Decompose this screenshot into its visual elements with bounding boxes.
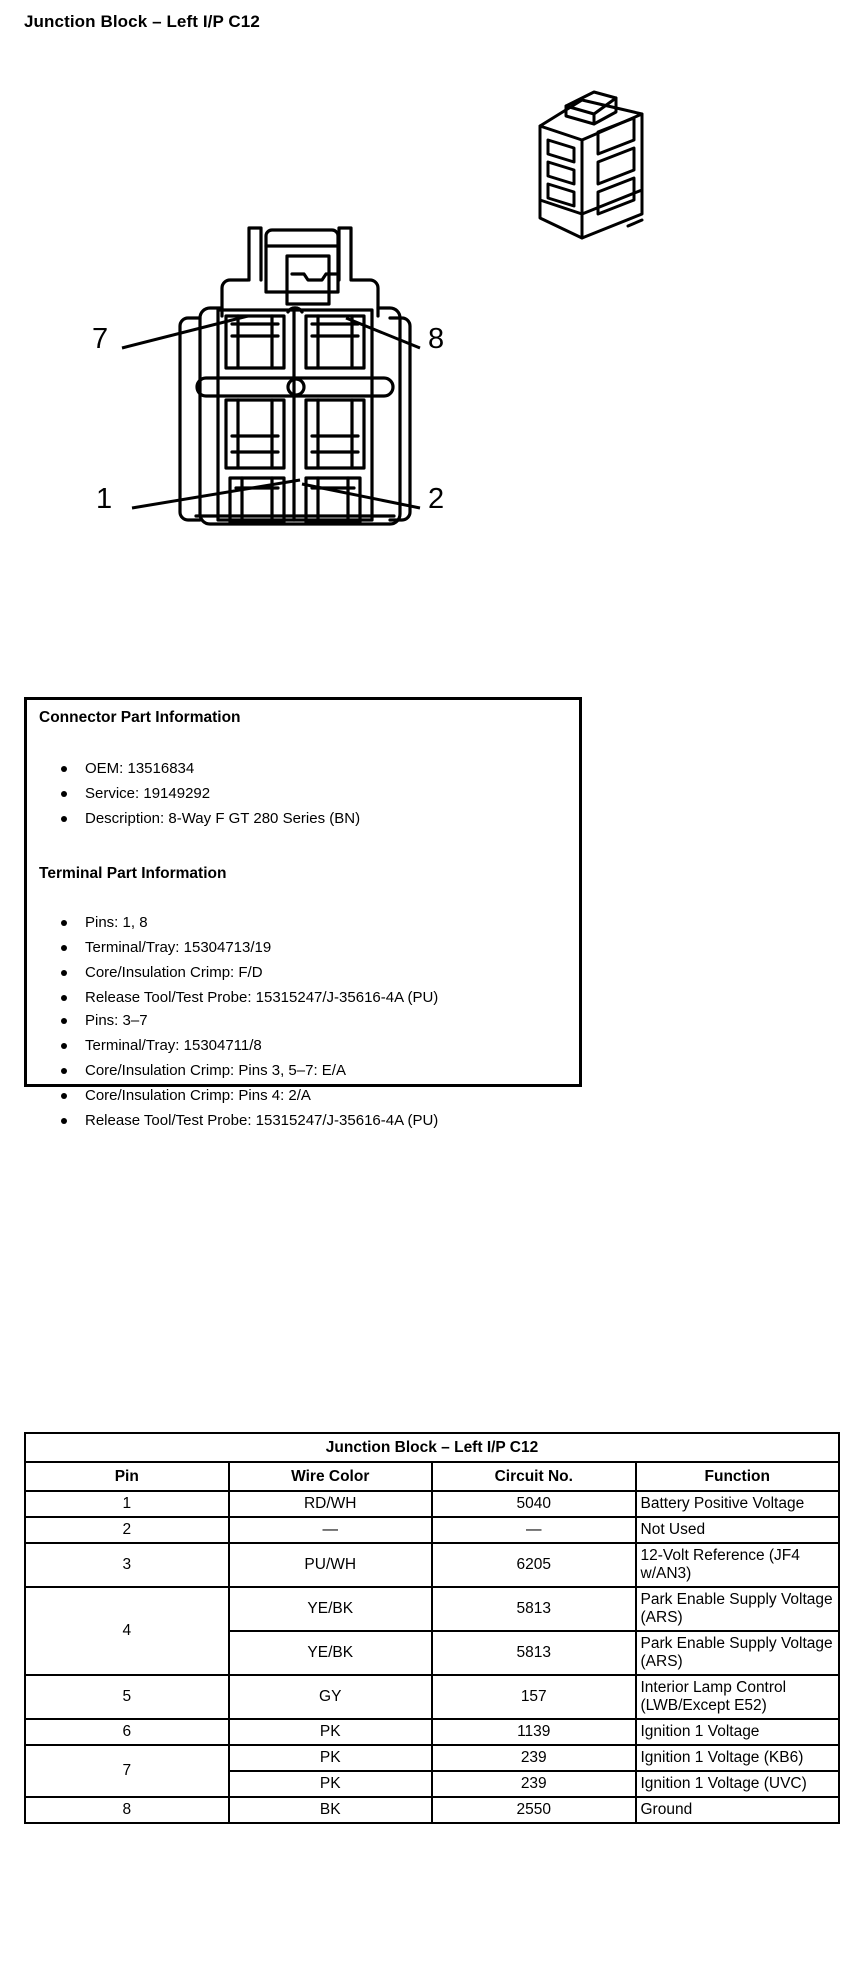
cell-wire-color: RD/WH xyxy=(227,1490,433,1518)
cell-circuit-no: 5040 xyxy=(431,1490,637,1518)
table-row: 2——Not Used xyxy=(24,1516,840,1544)
cell-wire-color: YE/BK xyxy=(227,1630,433,1676)
connector-part-information-list: OEM: 13516834 Service: 19149292 Descript… xyxy=(39,756,360,831)
terminal-part-information-list-group-a: Pins: 1, 8 Terminal/Tray: 15304713/19 Co… xyxy=(39,910,438,1010)
cell-pin: 1 xyxy=(24,1490,230,1518)
cell-pin: 8 xyxy=(24,1796,230,1824)
cell-circuit-no: 5813 xyxy=(431,1630,637,1676)
cell-function: Not Used xyxy=(634,1516,840,1544)
list-item: Release Tool/Test Probe: 15315247/J-3561… xyxy=(39,1108,438,1133)
terminal-part-information-heading: Terminal Part Information xyxy=(39,865,227,882)
list-item: Pins: 1, 8 xyxy=(39,910,438,935)
cell-function: 12-Volt Reference (JF4 w/AN3) xyxy=(634,1542,840,1588)
cell-function: Interior Lamp Control (LWB/Except E52) xyxy=(634,1674,840,1720)
cell-pin: 4 xyxy=(24,1586,230,1676)
cell-function: Battery Positive Voltage xyxy=(634,1490,840,1518)
header-wire-color: Wire Color xyxy=(227,1461,433,1492)
cell-function: Ignition 1 Voltage xyxy=(634,1718,840,1746)
callout-pin-7: 7 xyxy=(92,323,109,355)
list-item: Release Tool/Test Probe: 15315247/J-3561… xyxy=(39,985,438,1010)
header-function: Function xyxy=(634,1461,840,1492)
cell-wire-color: PU/WH xyxy=(227,1542,433,1588)
callout-pin-2: 2 xyxy=(428,483,445,515)
list-item: Service: 19149292 xyxy=(39,781,360,806)
list-item: Core/Insulation Crimp: F/D xyxy=(39,960,438,985)
cell-pin: 7 xyxy=(24,1744,230,1798)
cell-circuit-no: 5813 xyxy=(431,1586,637,1632)
page-title: Junction Block – Left I/P C12 xyxy=(24,12,260,31)
connector-isometric-view xyxy=(538,90,644,240)
callout-pin-1: 1 xyxy=(96,483,113,515)
cell-circuit-no: 239 xyxy=(431,1744,637,1772)
callout-pin-8: 8 xyxy=(428,323,445,355)
header-circuit-no: Circuit No. xyxy=(431,1461,637,1492)
cell-pin: 2 xyxy=(24,1516,230,1544)
cell-wire-color: BK xyxy=(227,1796,433,1824)
cell-function: Park Enable Supply Voltage (ARS) xyxy=(634,1630,840,1676)
connector-part-information-heading: Connector Part Information xyxy=(39,709,241,726)
list-item: Core/Insulation Crimp: Pins 4: 2/A xyxy=(39,1083,438,1108)
table-header-row: Pin Wire Color Circuit No. Function xyxy=(24,1461,840,1492)
cell-wire-color: PK xyxy=(227,1744,433,1772)
cell-wire-color: PK xyxy=(227,1718,433,1746)
cell-function: Park Enable Supply Voltage (ARS) xyxy=(634,1586,840,1632)
cell-wire-color: YE/BK xyxy=(227,1586,433,1632)
cell-circuit-no: — xyxy=(431,1516,637,1544)
cell-circuit-no: 2550 xyxy=(431,1796,637,1824)
callout-leader-lines xyxy=(121,314,421,510)
cell-circuit-no: 157 xyxy=(431,1674,637,1720)
cell-circuit-no: 1139 xyxy=(431,1718,637,1746)
cell-circuit-no: 239 xyxy=(431,1770,637,1798)
header-pin: Pin xyxy=(24,1461,230,1492)
cell-pin: 3 xyxy=(24,1542,230,1588)
cell-wire-color: — xyxy=(227,1516,433,1544)
cell-wire-color: PK xyxy=(227,1770,433,1798)
pinout-table-container: Junction Block – Left I/P C12 Pin Wire C… xyxy=(24,1432,840,1824)
table-caption-row: Junction Block – Left I/P C12 xyxy=(24,1432,840,1463)
cell-pin: 5 xyxy=(24,1674,230,1720)
list-item: Description: 8-Way F GT 280 Series (BN) xyxy=(39,806,360,831)
part-information-box: Connector Part Information OEM: 13516834… xyxy=(24,697,582,1129)
connector-front-view xyxy=(121,226,421,526)
cell-circuit-no: 6205 xyxy=(431,1542,637,1588)
cell-function: Ignition 1 Voltage (UVC) xyxy=(634,1770,840,1798)
list-item: Terminal/Tray: 15304711/8 xyxy=(39,1033,438,1058)
pinout-table: Junction Block – Left I/P C12 Pin Wire C… xyxy=(24,1432,840,1824)
list-item: Pins: 3–7 xyxy=(39,1008,438,1033)
cell-function: Ground xyxy=(634,1796,840,1824)
connector-illustration: 7 8 1 2 xyxy=(0,60,864,530)
terminal-part-information-list-group-b: Pins: 3–7 Terminal/Tray: 15304711/8 Core… xyxy=(39,1008,438,1133)
list-item: Terminal/Tray: 15304713/19 xyxy=(39,935,438,960)
cell-wire-color: GY xyxy=(227,1674,433,1720)
table-caption: Junction Block – Left I/P C12 xyxy=(24,1432,840,1463)
cell-pin: 6 xyxy=(24,1718,230,1746)
cell-function: Ignition 1 Voltage (KB6) xyxy=(634,1744,840,1772)
list-item: Core/Insulation Crimp: Pins 3, 5–7: E/A xyxy=(39,1058,438,1083)
list-item: OEM: 13516834 xyxy=(39,756,360,781)
